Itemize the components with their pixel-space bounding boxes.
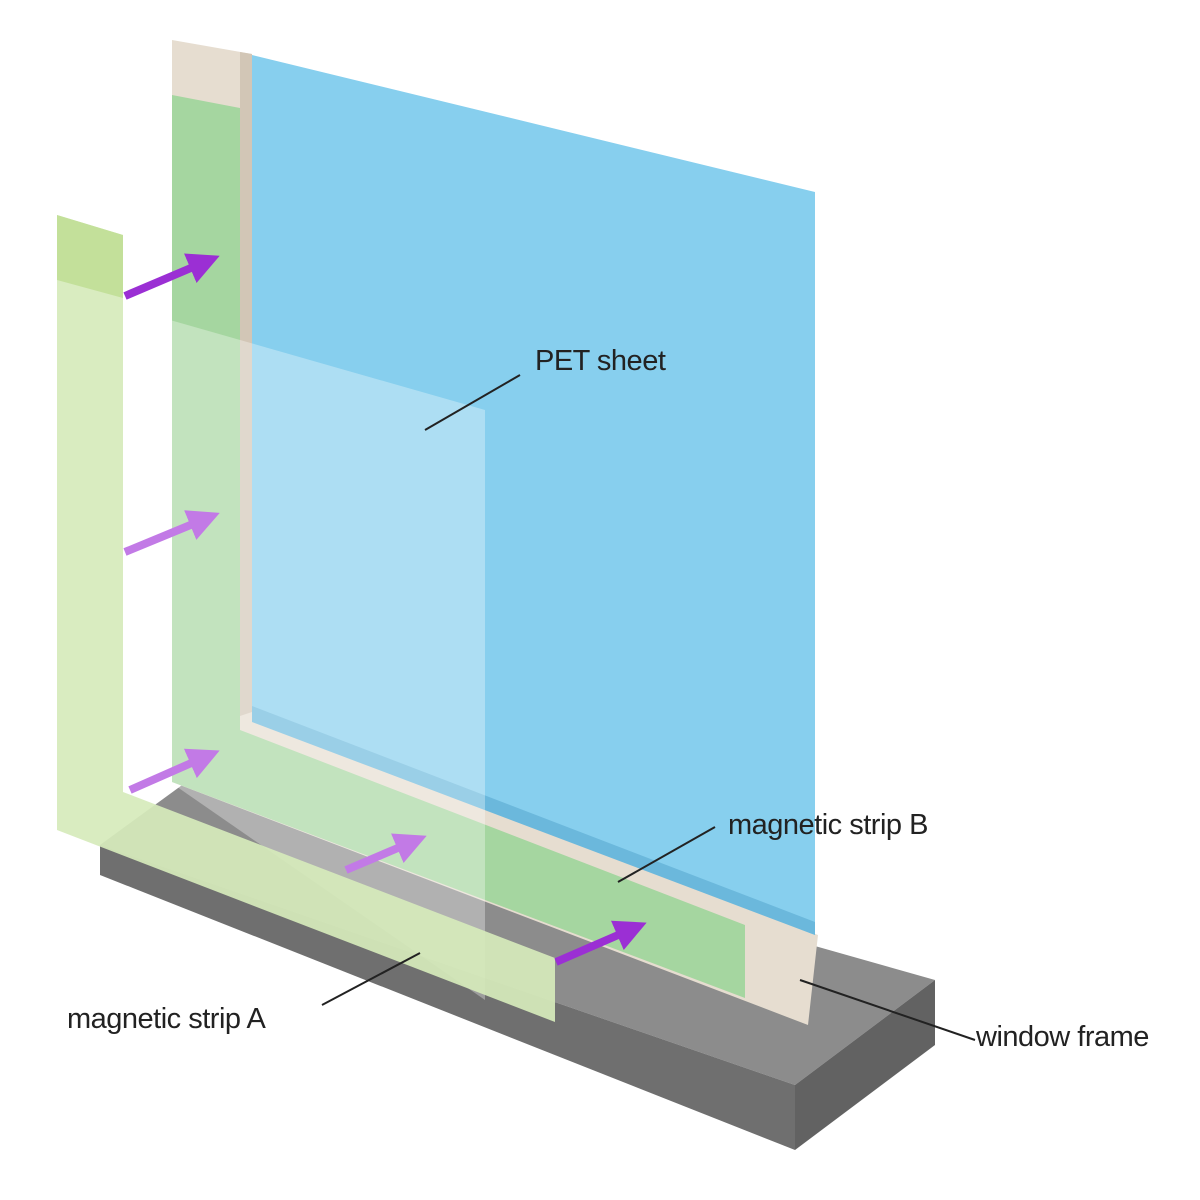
pet-sheet-face: [252, 55, 815, 935]
magnetic-strip-a: [57, 215, 555, 1022]
strip-a-leader: [321, 952, 421, 1006]
strip-a-overlay: [170, 320, 485, 1000]
attraction-arrows: [123, 253, 647, 966]
magnetic-strip-b: [172, 95, 745, 998]
pet-sheet-leader: [424, 374, 521, 431]
base-block: [100, 772, 935, 1150]
label-window-frame: window frame: [975, 1021, 1149, 1053]
label-magnetic-strip-b: magnetic strip B: [728, 809, 928, 841]
strip-a-body: [57, 215, 555, 1022]
arrow-icon: [554, 920, 647, 966]
pet-sheet-edge-shadow: [252, 706, 815, 935]
label-pet-sheet: PET sheet: [535, 345, 666, 377]
arrow-icon: [128, 748, 220, 794]
strip-a-top: [57, 215, 123, 298]
arrow-icon: [344, 833, 427, 874]
base-top-face: [100, 772, 935, 1085]
window-frame-edge: [240, 52, 252, 716]
label-magnetic-strip-a: magnetic strip A: [67, 1003, 266, 1035]
window-frame-leader: [799, 979, 976, 1041]
pet-sheet: [252, 55, 815, 935]
base-side-face: [795, 980, 935, 1150]
arrow-icon: [123, 510, 220, 556]
base-front-face: [100, 845, 795, 1150]
strip-b-leader: [617, 826, 716, 883]
arrow-icon: [123, 253, 220, 300]
